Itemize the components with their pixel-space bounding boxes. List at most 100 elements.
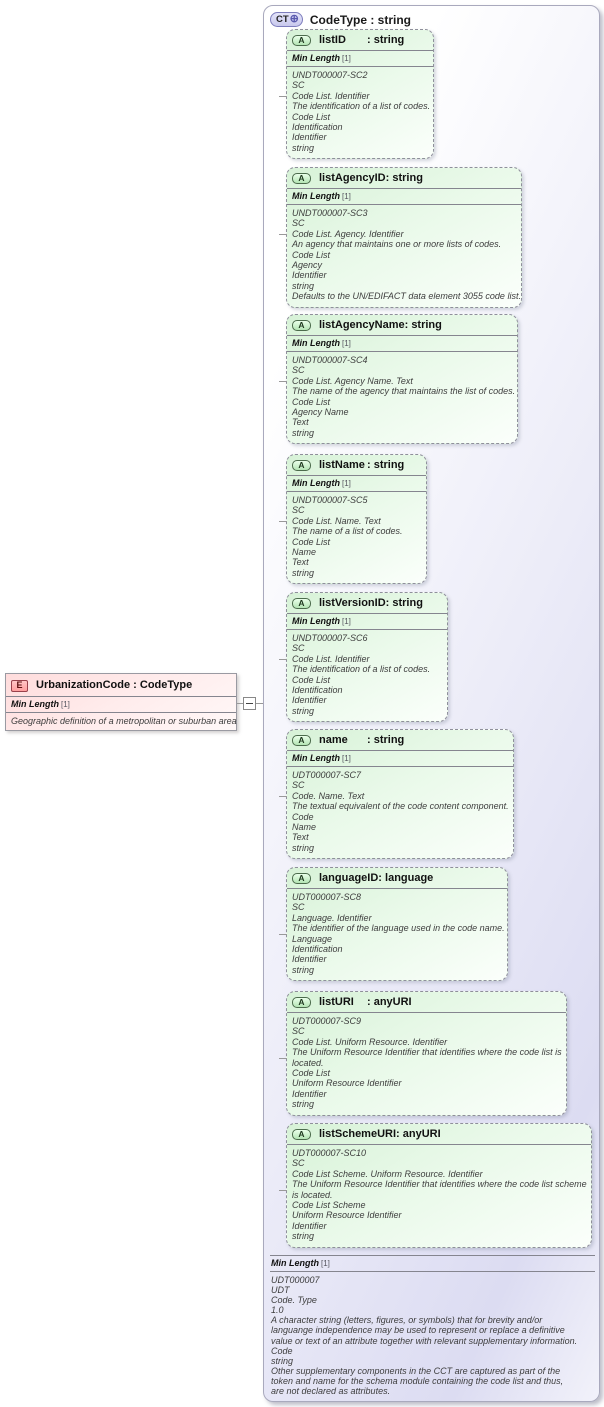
attribute-type: : string [367, 459, 405, 471]
facet-row: Min Length [1] [287, 51, 433, 66]
element-docs: Geographic definition of a metropolitan … [6, 713, 237, 730]
attribute-icon: A [292, 598, 311, 609]
element-box-UrbanizationCode[interactable]: E UrbanizationCode : CodeType Min Length… [5, 673, 237, 732]
attribute-box-listVersionID[interactable]: A listVersionID : string Min Length [1] … [279, 592, 448, 723]
doc-line: UDT000007 [271, 1275, 320, 1285]
complex-type-title: CodeType : string [309, 12, 412, 27]
facet-row: Min Length [1] [270, 1256, 595, 1271]
doc-line: Text [292, 557, 309, 568]
attribute-icon: A [292, 997, 311, 1008]
doc-line: UDT000007-SC8 [292, 892, 362, 902]
doc-line: UNDT000007-SC5 [292, 495, 368, 505]
doc-line: Code List. Name. Text [292, 515, 381, 526]
doc-line: UDT000007-SC7 [292, 770, 362, 780]
doc-line: Name [292, 547, 317, 558]
attribute-type: : string [367, 34, 405, 46]
attribute-name: listID [319, 34, 346, 46]
facet-label: Min Length [292, 53, 340, 63]
complex-type-box[interactable]: CT⊕ CodeType : string A listID : string … [263, 5, 600, 1402]
collapse-toggle[interactable] [243, 697, 256, 710]
doc-line: Uniform Resource Identifier [292, 1210, 402, 1221]
doc-line: An agency that maintains one or more lis… [292, 239, 502, 250]
doc-line: UNDT000007-SC2 [292, 70, 368, 80]
element-title: UrbanizationCode : CodeType [36, 679, 193, 691]
attribute-name: name [319, 734, 348, 746]
doc-line: Identifier [292, 695, 327, 706]
attribute-box-listAgencyID[interactable]: A listAgencyID : string Min Length [1] U… [279, 167, 522, 308]
divider [287, 335, 517, 336]
connector-stub [279, 521, 287, 522]
attribute-box-listName[interactable]: A listName : string Min Length [1] UNDT0… [279, 454, 427, 585]
doc-line: string [292, 705, 315, 716]
doc-line: The Uniform Resource Identifier that ide… [292, 1047, 562, 1058]
divider [287, 613, 447, 614]
attribute-type: : string [367, 734, 405, 746]
doc-line: Code List. Uniform Resource. Identifier [292, 1036, 448, 1047]
doc-line: SC [292, 218, 305, 229]
doc-line: Code List [292, 674, 331, 685]
attribute-name: listName [319, 459, 365, 471]
doc-line: Identifier [292, 954, 327, 965]
doc-line: The identifier of the language used in t… [292, 923, 505, 934]
doc-line: located. [292, 1057, 324, 1068]
attribute-type: : string [404, 319, 442, 331]
attribute-title-row: A listName : string [287, 455, 426, 475]
doc-line: string [292, 964, 315, 975]
doc-line: Identifier [292, 1088, 327, 1099]
facet-row: Min Length [1] [287, 476, 426, 491]
doc-line: Code [271, 1345, 293, 1356]
doc-line: The textual equivalent of the code conte… [292, 801, 509, 812]
complex-type-icon[interactable]: CT⊕ [270, 12, 303, 27]
doc-line: string [292, 142, 315, 153]
facet-row: Min Length [1] [287, 614, 447, 629]
connector-stub [279, 381, 287, 382]
doc-line: Identifier [292, 1220, 327, 1231]
doc-line: are not declared as attributes. [271, 1386, 391, 1397]
doc-line: string [292, 567, 315, 578]
connector-stub [279, 1190, 287, 1191]
doc-line: The identification of a list of codes. [292, 664, 431, 675]
doc-line: string [292, 280, 315, 291]
doc-line: Identifier [292, 132, 327, 143]
element-icon: E [11, 679, 28, 692]
facet-label: Min Length [292, 478, 340, 488]
doc-line: Code List [292, 111, 331, 122]
attribute-type: : string [385, 597, 423, 609]
facet-row: Min Length [1] [287, 751, 513, 766]
attribute-box-name[interactable]: A name : string Min Length [1] UDT000007… [279, 729, 514, 860]
doc-line: Code List. Agency. Identifier [292, 228, 404, 239]
doc-line: The name of the agency that maintains th… [292, 386, 516, 397]
doc-line: Code List. Identifier [292, 653, 370, 664]
doc-line: Agency Name [292, 407, 349, 418]
divider [287, 66, 433, 67]
attribute-icon: A [292, 1129, 311, 1140]
doc-line: Code [292, 811, 314, 822]
doc-line: Name [292, 822, 317, 833]
attribute-icon: A [292, 873, 311, 884]
attribute-box-listID[interactable]: A listID : string Min Length [1] UNDT000… [279, 29, 434, 160]
attribute-name: listVersionID [319, 597, 386, 609]
connector-stub [279, 796, 287, 797]
attribute-title-row: A name : string [287, 730, 513, 750]
doc-line: 1.0 [271, 1305, 284, 1316]
divider [287, 50, 433, 51]
facet-row: Min Length [1] [287, 336, 517, 351]
doc-line: Code. Name. Text [292, 790, 365, 801]
divider [287, 629, 447, 630]
attribute-title-row: A listID : string [287, 30, 433, 50]
doc-line: string [271, 1355, 294, 1366]
divider [287, 188, 521, 189]
attribute-box-listAgencyName[interactable]: A listAgencyName : string Min Length [1]… [279, 314, 518, 445]
element-connector-line [237, 703, 277, 704]
divider [287, 204, 521, 205]
attribute-type: : string [385, 172, 423, 184]
doc-line: Identifier [292, 270, 327, 281]
